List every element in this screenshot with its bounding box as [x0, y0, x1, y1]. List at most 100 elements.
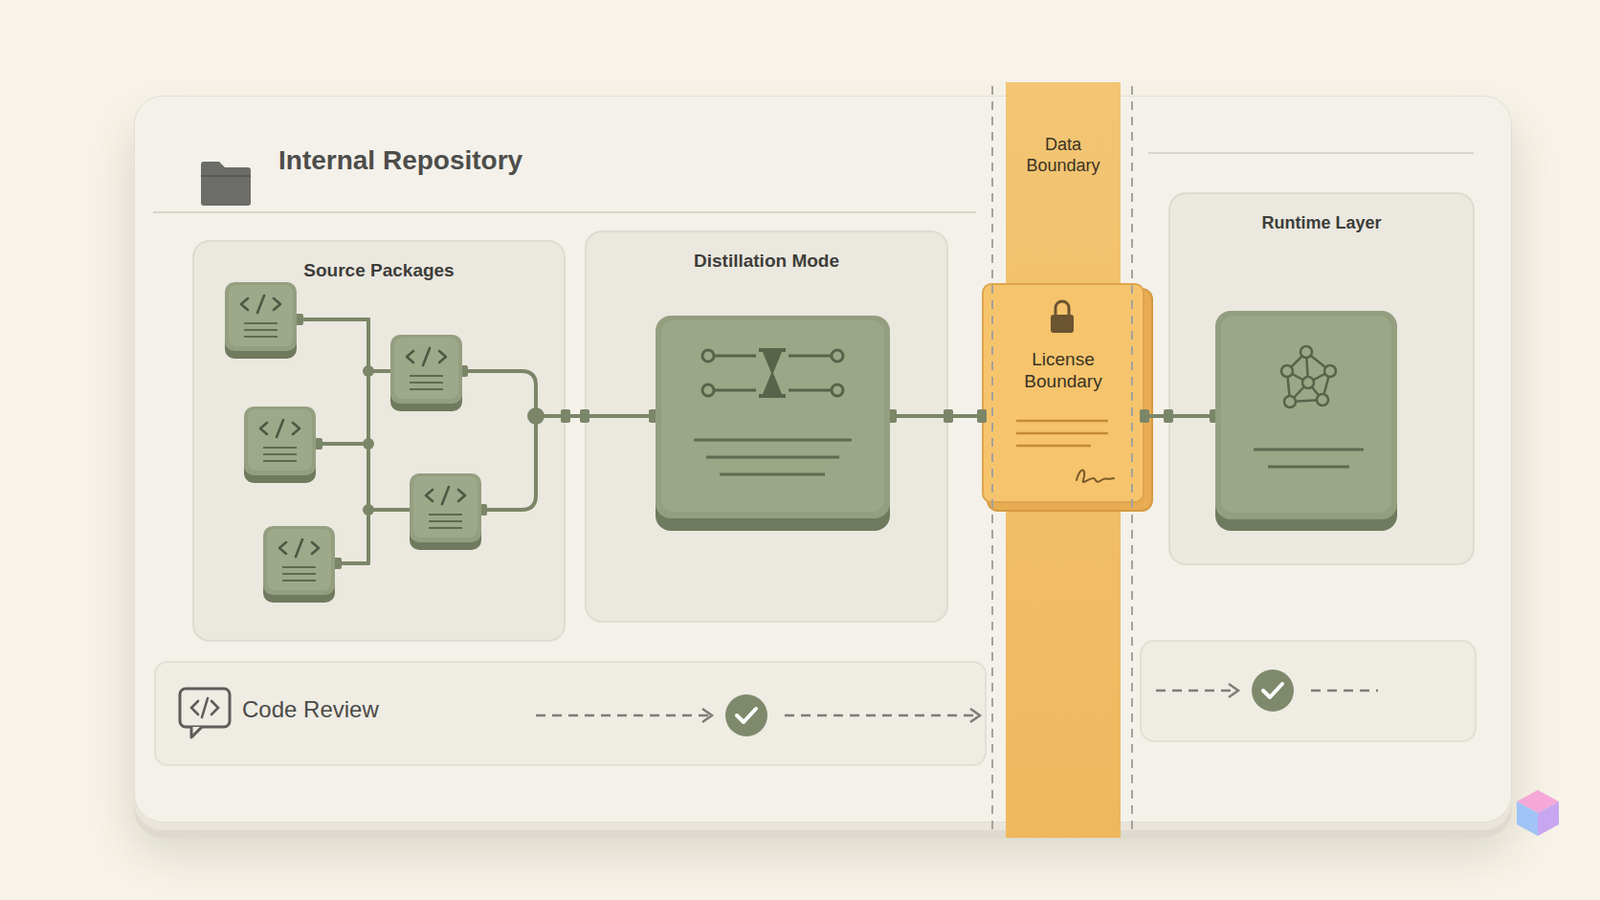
wire-knob [887, 409, 897, 423]
wire [535, 414, 565, 419]
cube-top [1516, 790, 1559, 814]
code-block [263, 526, 335, 603]
block-shade [1215, 320, 1398, 532]
arrow-head [1228, 684, 1239, 698]
connector-wire [948, 414, 982, 419]
block-face [655, 315, 890, 519]
network-lines [1287, 352, 1331, 402]
header-divider [153, 211, 977, 214]
wire [296, 319, 412, 564]
review-decor [179, 641, 1476, 742]
wire-knob [1163, 409, 1174, 423]
code-block [390, 334, 463, 412]
cube-left [1516, 801, 1538, 837]
folder-line [200, 175, 251, 178]
hourglass-caps [758, 350, 786, 397]
bubble-icon [179, 688, 230, 728]
wire-knob [943, 409, 954, 423]
review-row-right [1140, 641, 1476, 742]
check-mark [736, 709, 756, 723]
wire-knob [313, 438, 323, 450]
wire-knob [459, 365, 468, 378]
network-node [1324, 365, 1336, 378]
text-lines [693, 440, 852, 475]
joint-dot [362, 504, 375, 516]
check-circle [725, 694, 768, 737]
icon-dot [702, 350, 714, 362]
wire-knob [579, 409, 590, 423]
dashed-flow [1155, 689, 1378, 693]
wire-knob [1139, 409, 1150, 423]
check-circle [1251, 669, 1294, 712]
wire [461, 371, 536, 511]
arrow-head [702, 709, 980, 723]
joint-dot [362, 438, 375, 450]
node-label: Source Packages [194, 259, 564, 282]
block-top [661, 320, 885, 512]
icon-dot [831, 350, 844, 362]
repository-board: Internal RepositorySource Packages Distil… [133, 95, 1512, 823]
text-lines [1016, 421, 1109, 446]
lock-body [1050, 314, 1074, 334]
check-mark [1263, 684, 1283, 698]
wire-knob [333, 557, 342, 570]
code-block [224, 282, 297, 359]
wire-knob [977, 409, 987, 423]
wire [889, 414, 948, 419]
folder-shape [200, 161, 251, 206]
joint-dot [527, 407, 545, 425]
block-top [1221, 315, 1392, 513]
signature [1076, 469, 1114, 483]
boundary-dash [992, 86, 1133, 833]
wire [366, 319, 371, 564]
package-wires [296, 319, 1216, 564]
network-node [1281, 365, 1293, 378]
data-boundary-band: Data BoundaryLicense Boundary [1005, 82, 1121, 839]
icon-dot [831, 384, 844, 397]
node-label: Data Boundary [1015, 134, 1112, 178]
icon-line [708, 355, 838, 391]
cube-right [1537, 801, 1559, 837]
code-block [409, 473, 482, 551]
review-row: Code Review [154, 661, 987, 767]
dashed-flow [535, 714, 977, 718]
hourglass-icon [762, 352, 782, 395]
folder-icon [200, 161, 251, 206]
code-block [244, 406, 316, 484]
wire-knob [648, 409, 659, 423]
connector-wire [565, 414, 585, 419]
node-label: Code Review [242, 695, 549, 724]
network-node [1316, 394, 1329, 406]
wire [1167, 414, 1216, 419]
runtime-block [1215, 311, 1398, 532]
block-shade [655, 325, 890, 532]
distillation-panel: Distillation Mode [584, 230, 949, 623]
wire-knob [294, 313, 304, 326]
joint-dot [362, 365, 375, 378]
wire-knob [560, 409, 571, 423]
node-label: Distillation Mode [586, 249, 947, 272]
license-decor [1016, 301, 1114, 483]
node-label: Internal Repository [278, 144, 681, 178]
source-panel: Source Packages [192, 240, 566, 643]
icon-dot [702, 384, 714, 397]
network-node [1302, 377, 1314, 389]
runtime-panel: Runtime Layer [1168, 192, 1475, 566]
code-glyph [191, 698, 219, 718]
wire-joints [294, 313, 1220, 570]
header-divider [1148, 152, 1474, 155]
license-card: License Boundary [981, 283, 1145, 504]
node-label: License Boundary [1005, 348, 1121, 393]
connector-wire [1144, 414, 1169, 419]
wire [583, 414, 656, 419]
block-face [1215, 311, 1398, 520]
network-node [1300, 346, 1312, 358]
bubble-tail [191, 727, 202, 738]
wire-knob [478, 504, 488, 516]
watermark-logo [1516, 790, 1559, 837]
network-nodes [1281, 346, 1336, 408]
text-lines [1253, 449, 1364, 467]
wire-knob [1209, 409, 1220, 423]
lock-shackle [1055, 301, 1069, 316]
